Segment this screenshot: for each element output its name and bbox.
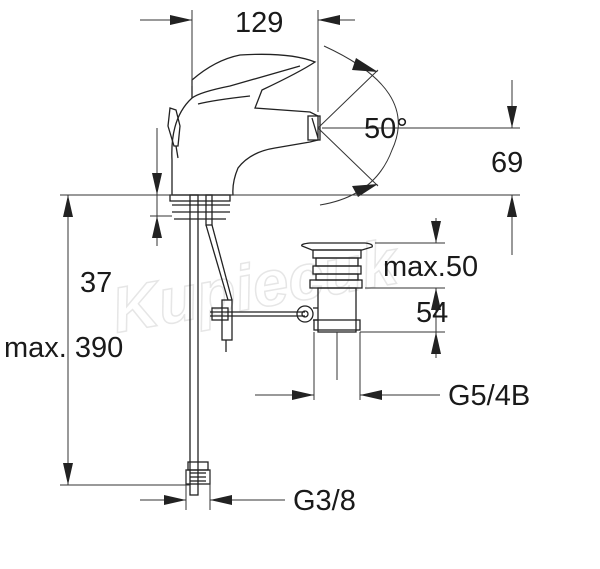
dim-label-hose-length: max. 390 xyxy=(4,332,123,364)
dim-label-waste-depth: 54 xyxy=(416,297,448,329)
dim-label-spout-reach: 129 xyxy=(235,7,283,39)
dim-label-waste-thread: G5/4B xyxy=(448,380,530,412)
dim-label-pop-up-max: max.50 xyxy=(383,251,478,283)
dimension-lines xyxy=(60,10,520,510)
dim-label-spout-height: 69 xyxy=(491,147,523,179)
dim-label-swivel-angle: 50° xyxy=(364,113,408,145)
dim-label-deck-height: 37 xyxy=(80,267,112,299)
dim-label-hose-thread: G3/8 xyxy=(293,485,356,517)
pop-up-waste xyxy=(296,242,373,400)
